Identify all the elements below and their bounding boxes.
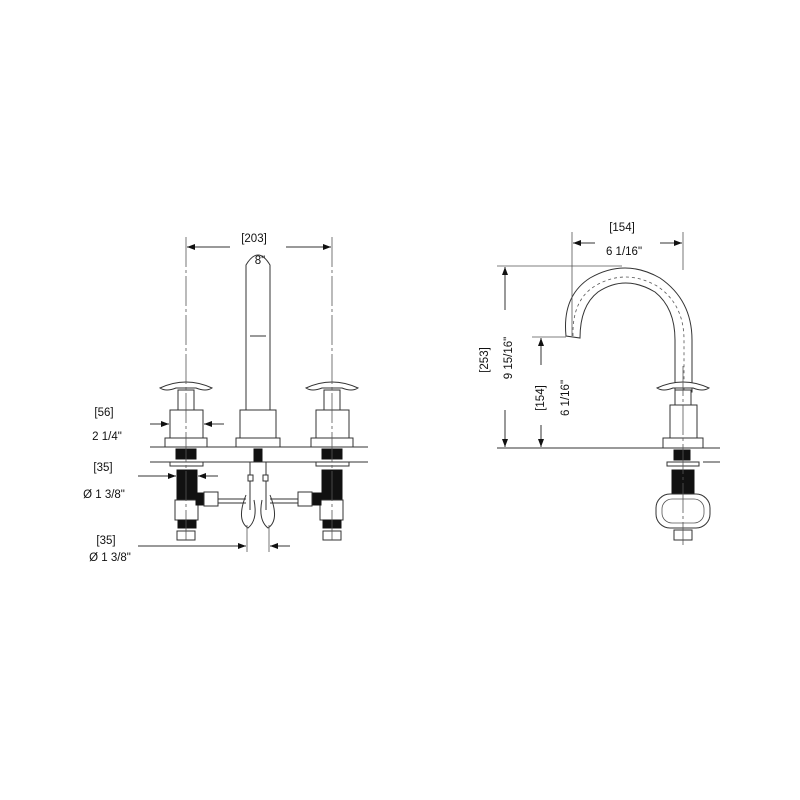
handle-base-in-label: 2 1/4" xyxy=(92,431,122,443)
spout-clearance-mm-label: [154] xyxy=(535,385,547,411)
handle-base-mm-label: [56] xyxy=(94,407,113,419)
reach-dimension: [154] 6 1/16" xyxy=(571,222,684,336)
spread-mm-label: [203] xyxy=(241,233,267,245)
spread-in-label: 8" xyxy=(255,255,265,267)
gooseneck-spout xyxy=(565,267,693,393)
height-in-label: 9 15/16" xyxy=(503,337,515,379)
spout-shank-diameter-in-label: Ø 1 3/8" xyxy=(89,552,131,564)
valve-diameter-dimension: [35] Ø 1 3/8" xyxy=(83,462,218,501)
front-view: [203] 8" [56] 2 1/4" [35] Ø 1 3/8" [35] … xyxy=(83,233,368,564)
spout xyxy=(235,254,281,529)
spout-clearance-in-label: 6 1/16" xyxy=(560,380,572,416)
spread-dimension: [203] 8" xyxy=(187,233,331,267)
spout-shank-diameter-dimension: [35] Ø 1 3/8" xyxy=(89,525,290,564)
spout-shank-diameter-mm-label: [35] xyxy=(96,535,115,547)
height-dimension: [253] 9 15/16" xyxy=(479,265,622,447)
height-mm-label: [253] xyxy=(479,347,491,373)
right-valve xyxy=(270,381,360,541)
reach-in-label: 6 1/16" xyxy=(606,246,642,258)
handle-base-dimension: [56] 2 1/4" xyxy=(92,407,224,443)
spout-clearance-dimension: [154] 6 1/16" xyxy=(532,336,572,447)
reach-mm-label: [154] xyxy=(609,222,635,234)
valve-diameter-in-label: Ø 1 3/8" xyxy=(83,489,125,501)
valve-diameter-mm-label: [35] xyxy=(93,462,112,474)
left-valve xyxy=(158,381,246,541)
side-view: [154] 6 1/16" [253] 9 15/16" [154] 6 1/1… xyxy=(479,222,720,545)
